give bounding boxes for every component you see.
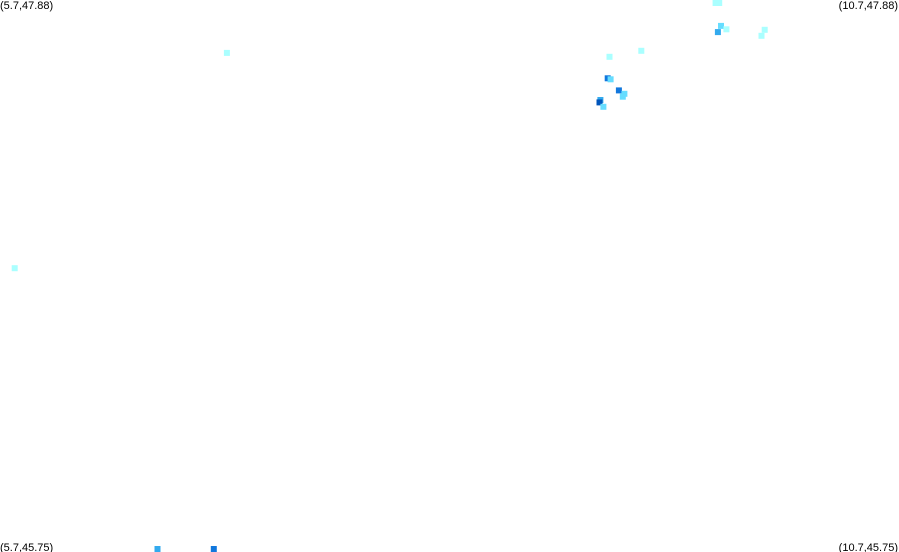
data-point-16 xyxy=(716,0,723,6)
corner-label-bottom-right: (10.7,45.75) xyxy=(838,542,898,552)
data-point-21 xyxy=(758,32,765,39)
corner-label-bottom-left: (5.7,45.75) xyxy=(0,542,54,552)
data-point-2 xyxy=(11,265,18,272)
data-point-3 xyxy=(154,546,161,552)
data-point-14 xyxy=(638,47,645,54)
data-point-12 xyxy=(600,103,607,110)
data-point-9 xyxy=(619,93,626,100)
data-point-15 xyxy=(712,0,719,6)
data-point-19 xyxy=(723,26,730,33)
corner-label-top-left: (5.7,47.88) xyxy=(0,0,54,12)
data-point-18 xyxy=(714,29,721,36)
data-point-1 xyxy=(223,49,230,56)
data-point-6 xyxy=(607,76,614,83)
data-point-17 xyxy=(718,22,724,29)
data-point-7 xyxy=(615,87,622,94)
data-point-4 xyxy=(210,546,217,552)
data-point-20 xyxy=(761,26,768,33)
data-point-13 xyxy=(606,53,613,60)
data-point-11 xyxy=(596,99,603,106)
corner-label-top-right: (10.7,47.88) xyxy=(838,0,898,12)
